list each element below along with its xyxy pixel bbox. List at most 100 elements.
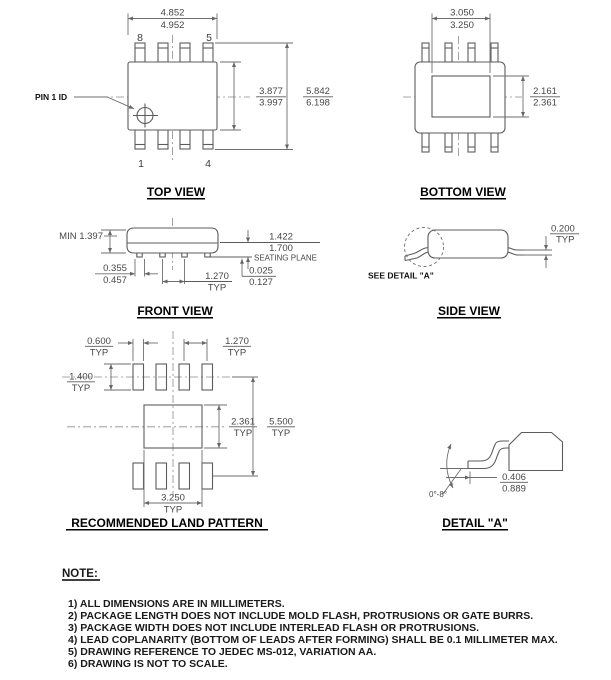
- top-view: PIN 1 ID 8 5 1 4 4.852 4.952 3.877 3.997…: [35, 8, 333, 200]
- pin-number-5: 5: [206, 32, 212, 44]
- dim-standoff-max: 0.127: [249, 277, 273, 288]
- lead-pin: [202, 42, 214, 63]
- lead-pin: [179, 129, 191, 150]
- pin-number-1: 1: [138, 158, 144, 170]
- land-pad: [201, 462, 214, 490]
- dim-center-pad-width: 3.250: [161, 493, 185, 504]
- notes-section: NOTE: 1) ALL DIMENSIONS ARE IN MILLIMETE…: [62, 568, 558, 670]
- dim-foot-length-max: 0.889: [502, 484, 526, 495]
- dim-standheight-max: 1.700: [269, 243, 293, 254]
- lead-pin: [467, 132, 476, 153]
- dim-pad-height-min: 2.161: [533, 86, 557, 97]
- land-pad: [178, 462, 191, 490]
- land-pad: [155, 363, 168, 391]
- dim-pad-length: 1.400: [69, 372, 93, 383]
- pin1-leader-arrow: [74, 96, 135, 110]
- detail-a-view: 0°-8° 0.406 0.889 DETAIL "A": [429, 431, 564, 531]
- note-line: 1) ALL DIMENSIONS ARE IN MILLIMETERS.: [68, 598, 285, 610]
- lead-pin: [202, 129, 214, 150]
- note-line: 5) DRAWING REFERENCE TO JEDEC MS-012, VA…: [68, 646, 376, 658]
- lead-pin: [490, 42, 499, 63]
- land-pattern-view: 0.600 TYP 1.270 TYP 1.400 TYP 2.361 TYP …: [62, 331, 295, 531]
- lead-pin: [179, 42, 191, 63]
- land-pads: [132, 363, 214, 490]
- package-body: [427, 229, 509, 259]
- lead-pin: [421, 42, 430, 63]
- land-pad: [155, 462, 168, 490]
- dim-overall-max: 6.198: [306, 98, 330, 109]
- dim-pitch-qualifier: TYP: [208, 283, 226, 294]
- dim-lead-angle: 0°-8°: [429, 490, 447, 499]
- dim-leadwidth-min: 0.355: [103, 263, 127, 274]
- dim-pad-height-max: 2.361: [533, 98, 557, 109]
- land-pad: [201, 363, 214, 391]
- note-line: 6) DRAWING IS NOT TO SCALE.: [68, 658, 228, 670]
- lead-profile: [468, 447, 509, 470]
- dim-center-pad-width-qualifier: TYP: [164, 505, 182, 516]
- dim-overall-span-qualifier: TYP: [272, 428, 290, 439]
- bottom-leads: [421, 42, 499, 153]
- dim-pad-length-qualifier: TYP: [72, 383, 90, 394]
- lead-pin: [157, 42, 169, 63]
- lead-profile: [468, 440, 509, 462]
- dim-body-max: 3.997: [259, 98, 283, 109]
- lead-profile: [505, 246, 524, 251]
- land-pattern-title: RECOMMENDED LAND PATTERN: [71, 516, 263, 530]
- dim-standheight-min: 1.422: [269, 232, 293, 243]
- package-body-edge: [508, 431, 564, 472]
- see-detail-label: SEE DETAIL "A": [368, 271, 434, 281]
- lead-pin: [467, 42, 476, 63]
- top-leads: [134, 42, 214, 150]
- note-line: 4) LEAD COPLANARITY (BOTTOM OF LEADS AFT…: [68, 634, 558, 646]
- land-pad: [178, 363, 191, 391]
- seating-plane-label: SEATING PLANE: [254, 254, 317, 263]
- dim-lead-thickness-qualifier: TYP: [556, 235, 574, 246]
- dim-pad-width-qualifier: TYP: [90, 348, 108, 359]
- land-pad: [132, 462, 145, 490]
- angle-flank-line: [442, 468, 462, 495]
- lead-pin: [421, 132, 430, 153]
- note-line: 3) PACKAGE WIDTH DOES NOT INCLUDE INTERL…: [68, 622, 479, 634]
- bottom-view-title: BOTTOM VIEW: [420, 185, 506, 199]
- dim-body-min: 3.877: [259, 86, 283, 97]
- package-body: [414, 61, 506, 134]
- dim-foot-length-min: 0.406: [502, 472, 526, 483]
- center-pad: [143, 404, 203, 449]
- pin-number-8: 8: [137, 32, 143, 44]
- package-body: [127, 61, 218, 131]
- note-line: 2) PACKAGE LENGTH DOES NOT INCLUDE MOLD …: [68, 610, 533, 622]
- lead-pin: [134, 129, 146, 150]
- dim-lead-thickness: 0.200: [551, 224, 575, 235]
- dim-center-pad-height-qualifier: TYP: [234, 428, 252, 439]
- angle-arc: [446, 443, 454, 489]
- detail-a-title: DETAIL "A": [442, 516, 508, 530]
- lead-pin: [444, 42, 453, 63]
- dim-leadwidth-max: 0.457: [103, 275, 127, 286]
- lead-pin: [444, 132, 453, 153]
- land-pad: [132, 363, 145, 391]
- pin-number-4: 4: [205, 158, 211, 170]
- dim-pad-width: 0.600: [87, 336, 111, 347]
- side-view-title: SIDE VIEW: [438, 304, 501, 318]
- side-view: SEE DETAIL "A" 0.200 TYP SIDE VIEW: [368, 224, 579, 319]
- lead-profile: [404, 246, 431, 257]
- dim-center-pad-height: 2.361: [231, 417, 255, 428]
- lead-pin: [134, 42, 146, 63]
- dim-standoff-min: 0.025: [249, 266, 273, 277]
- dim-height-min: MIN 1.397: [59, 231, 103, 242]
- bottom-view: 3.050 3.250 2.161 2.361 BOTTOM VIEW: [403, 8, 560, 200]
- notes-heading: NOTE:: [62, 568, 98, 580]
- lead-profile: [505, 251, 524, 256]
- lead-pin: [157, 129, 169, 150]
- dim-land-pitch: 1.270: [225, 336, 249, 347]
- dim-pitch: 1.270: [205, 271, 229, 282]
- dim-width-max: 4.952: [161, 20, 185, 31]
- dim-pad-width-max: 3.250: [450, 20, 474, 31]
- dim-overall-span: 5.500: [269, 417, 293, 428]
- exposed-pad: [431, 75, 491, 118]
- front-view-title: FRONT VIEW: [137, 304, 213, 318]
- lead-pin: [490, 132, 499, 153]
- dim-land-pitch-qualifier: TYP: [228, 348, 246, 359]
